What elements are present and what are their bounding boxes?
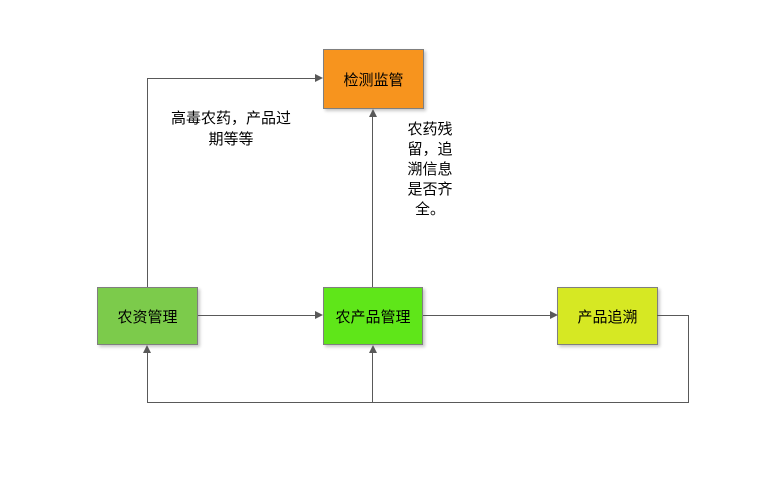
annotation-mid-note: 农药残 留，追 溯信息 是否齐 全。 [407, 121, 453, 218]
arrowhead-into-products-bottom [369, 345, 377, 353]
edge-products-trace [423, 315, 551, 316]
arrowhead-into-materials-bottom [143, 345, 151, 353]
node-agri-materials-label: 农资管理 [117, 308, 178, 326]
edge-materials-inspection-vertical [147, 78, 148, 287]
arrowhead-into-inspection-left [315, 74, 323, 82]
annotation-left-note: 高毒农药，产品过 期等等 [170, 110, 291, 148]
node-product-trace[interactable]: 产品追溯 [557, 287, 658, 345]
feedback-bottom-horizontal [147, 402, 689, 403]
feedback-mid-vertical [372, 352, 373, 403]
edge-materials-products [198, 315, 316, 316]
feedback-left-vertical [147, 352, 148, 403]
node-agri-products[interactable]: 农产品管理 [323, 287, 423, 345]
feedback-right-vertical [688, 315, 689, 403]
node-agri-products-label: 农产品管理 [335, 308, 411, 326]
arrowhead-into-inspection-bottom [369, 109, 377, 117]
arrowhead-into-trace-left [550, 311, 558, 319]
node-product-trace-label: 产品追溯 [577, 308, 638, 326]
edge-materials-inspection-horizontal [147, 78, 316, 79]
feedback-right-horizontal [657, 315, 689, 316]
node-inspection-label: 检测监管 [343, 71, 404, 89]
arrowhead-into-products-left [315, 311, 323, 319]
node-inspection[interactable]: 检测监管 [323, 49, 424, 109]
edge-products-inspection-vertical [372, 116, 373, 287]
node-agri-materials[interactable]: 农资管理 [97, 287, 198, 345]
